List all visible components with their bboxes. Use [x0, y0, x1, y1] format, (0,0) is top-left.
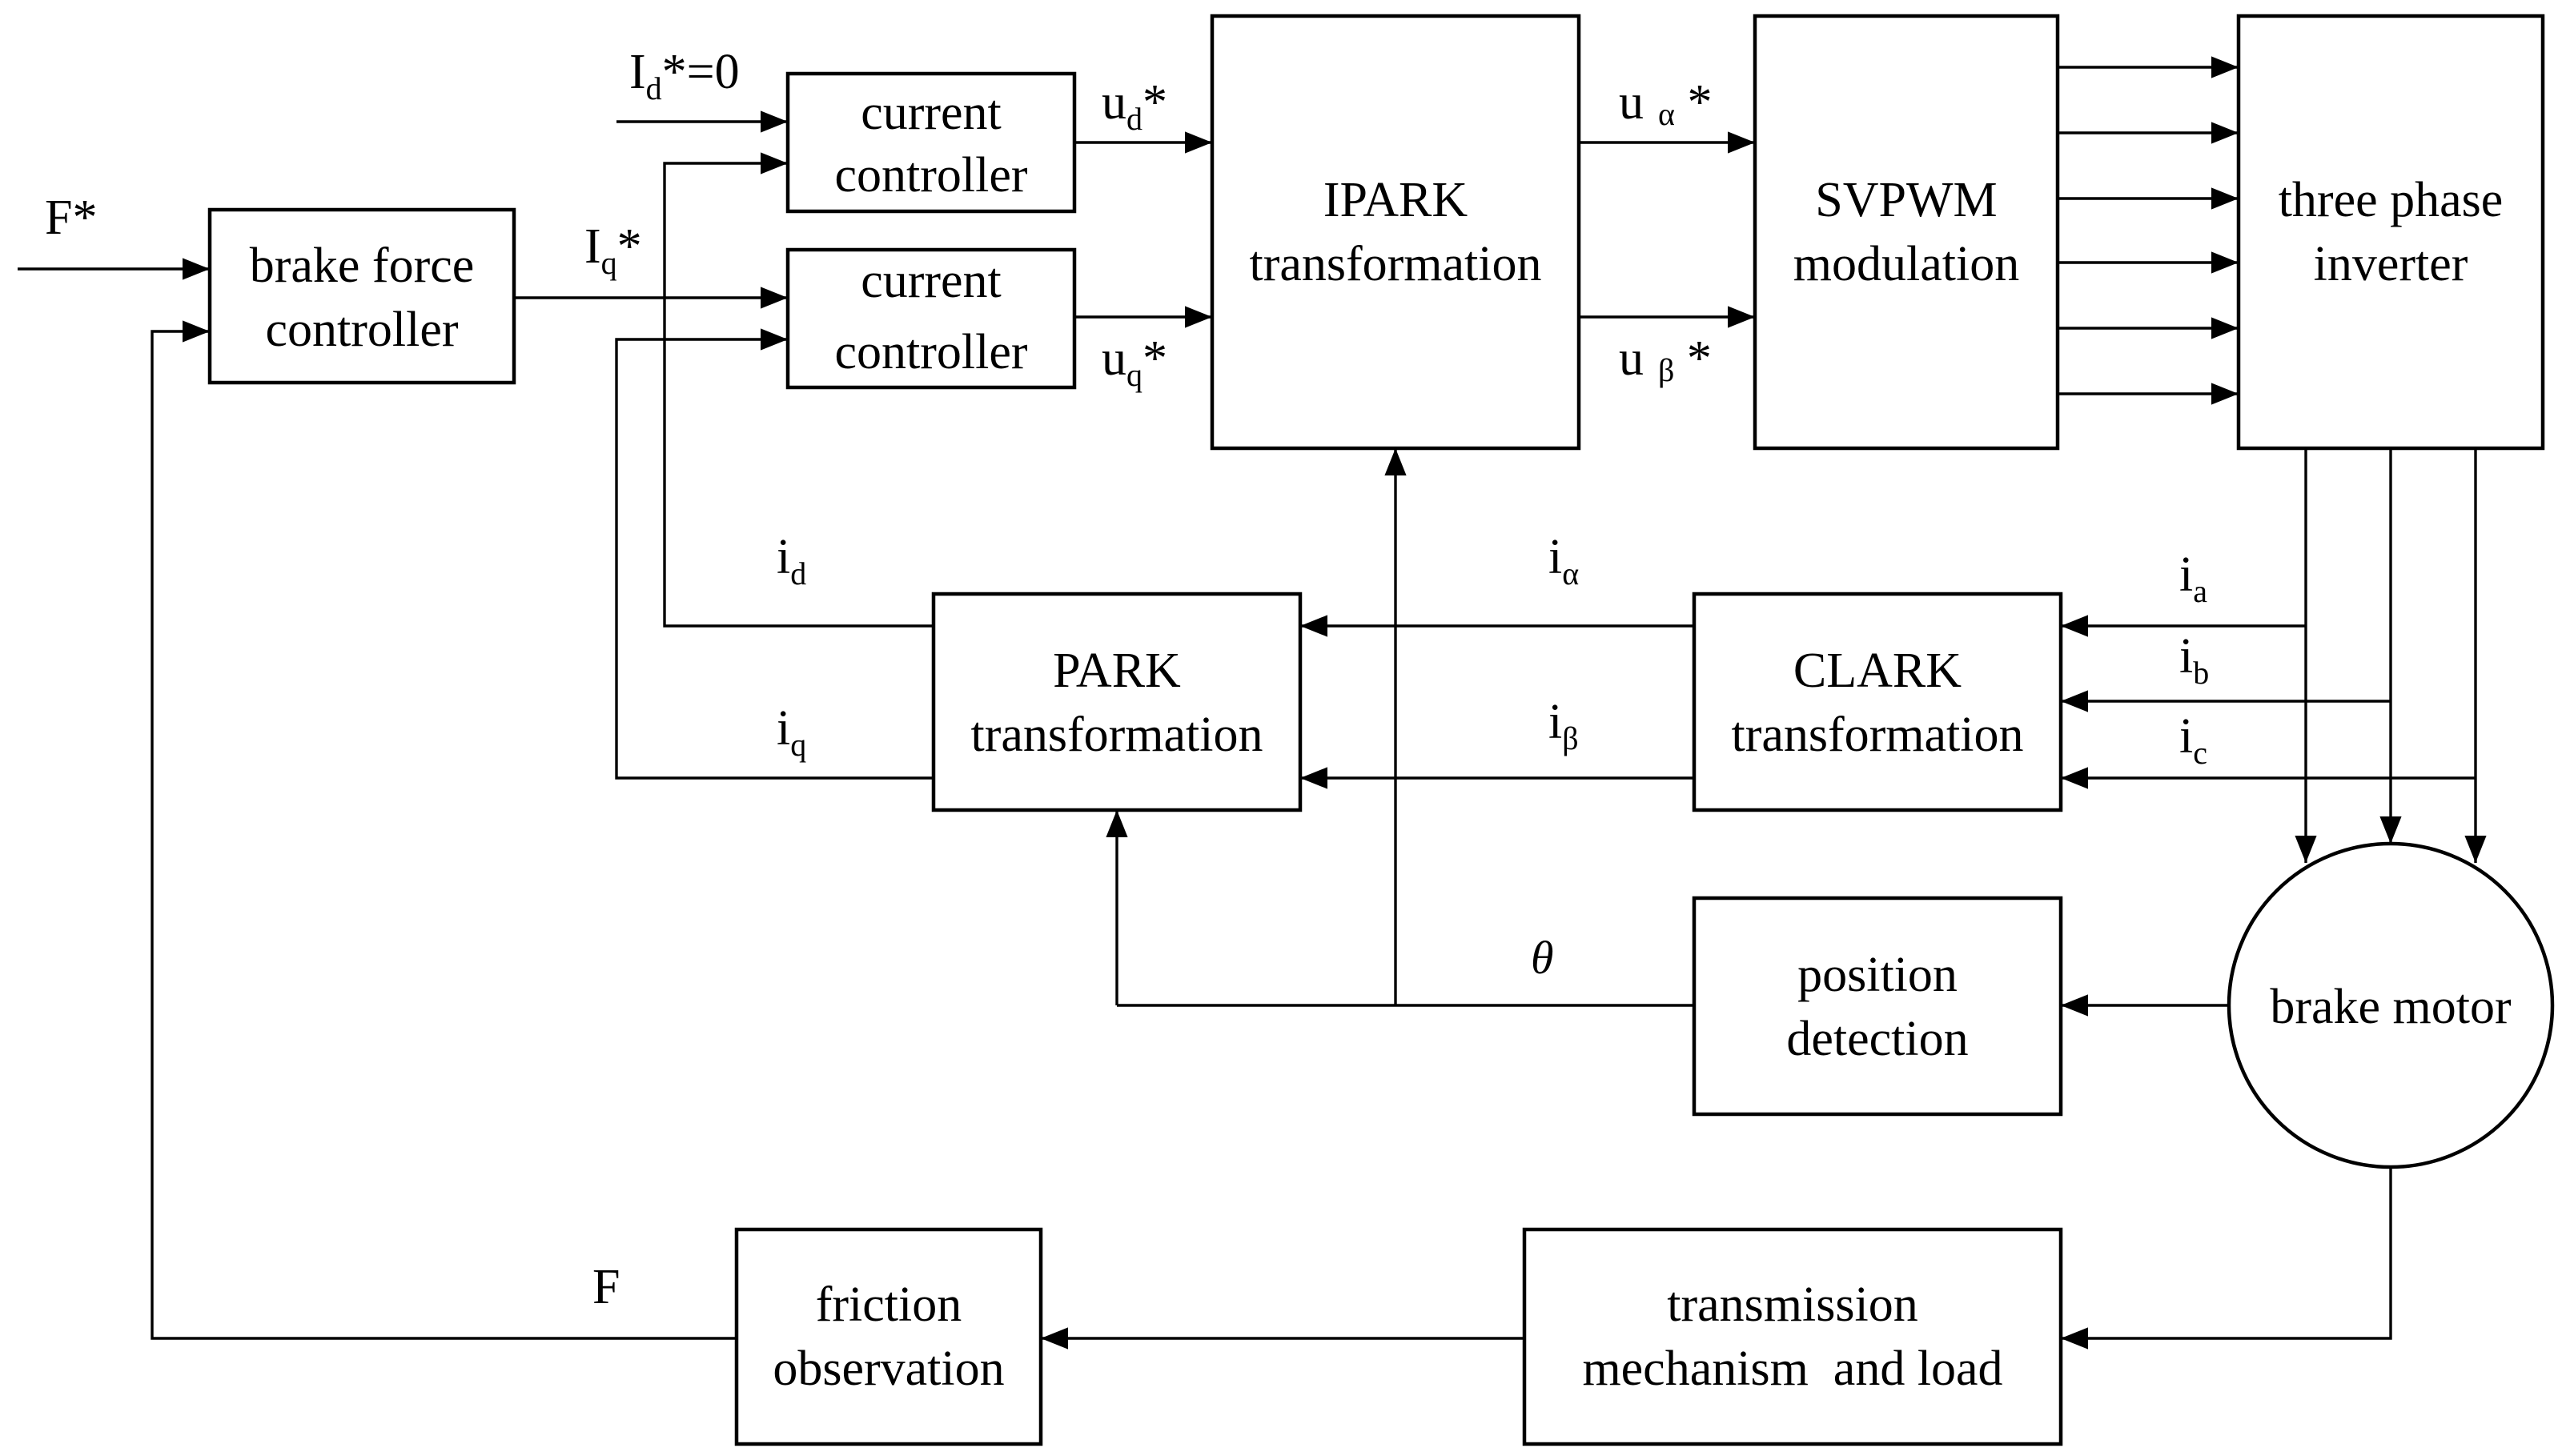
brake-force-controller-line2: controller [265, 303, 458, 357]
friction-observation-line2: observation [773, 1342, 1004, 1396]
brake-motor-label: brake motor [2270, 980, 2512, 1034]
inverter-line2: inverter [2314, 237, 2468, 291]
svpwm-block: SVPWM modulation [1753, 14, 2060, 451]
f-feedback-label: F [592, 1260, 620, 1314]
current-controller-d-line1: current [861, 86, 1002, 140]
position-detection-block: position detection [1692, 896, 2063, 1117]
ipark-line2: transformation [1249, 237, 1541, 291]
iq-ref-label: Iq* [584, 219, 642, 281]
park-line2: transformation [970, 708, 1263, 762]
id-label: id [777, 530, 806, 592]
position-detection-line1: position [1797, 948, 1958, 1002]
id-feedback-arrow [663, 152, 934, 628]
ib-label: ib [2179, 629, 2209, 691]
motor-to-transmission-arrow [2061, 1167, 2392, 1350]
friction-observation-block: friction observation [734, 1227, 1043, 1446]
park-line1: PARK [1053, 644, 1181, 698]
position-detection-line2: detection [1786, 1012, 1968, 1066]
friction-observation-line1: friction [816, 1278, 962, 1332]
clark-line1: CLARK [1793, 644, 1962, 698]
current-controller-q-line2: controller [834, 325, 1027, 379]
current-controller-q-line1: current [861, 254, 1002, 308]
transmission-block: transmission mechanism and load [1522, 1227, 2063, 1446]
ud-ref-label: ud* [1102, 75, 1167, 137]
ic-label: ic [2179, 709, 2207, 771]
clark-line2: transformation [1731, 708, 2023, 762]
ia-label: ia [2179, 548, 2207, 609]
brake-force-controller-line1: brake force [250, 239, 475, 293]
ipark-line1: IPARK [1323, 173, 1468, 227]
park-block: PARK transformation [931, 592, 1303, 812]
brake-motor-block: brake motor [2227, 841, 2555, 1169]
current-controller-d-block: current controller [785, 71, 1077, 214]
transmission-line1: transmission [1667, 1278, 1917, 1332]
iq-feedback-arrow [615, 328, 934, 780]
f-ref-label: F* [45, 191, 97, 245]
clark-block: CLARK transformation [1692, 592, 2063, 812]
connection-lines [18, 56, 2487, 1350]
current-controller-q-block: current controller [785, 247, 1077, 390]
svpwm-line2: modulation [1793, 237, 2019, 291]
inverter-block: three phase inverter [2236, 14, 2545, 451]
iq-label: iq [777, 701, 806, 763]
inverter-line1: three phase [2279, 173, 2504, 227]
force-feedback-arrow [151, 320, 737, 1340]
id-ref-label: Id*=0 [629, 45, 740, 106]
current-controller-d-line2: controller [834, 148, 1027, 203]
uq-ref-label: uq* [1102, 331, 1167, 393]
transmission-line2: mechanism and load [1582, 1342, 2002, 1396]
theta-label: θ [1531, 932, 1554, 984]
ialpha-label: iα [1548, 530, 1579, 592]
svpwm-line1: SVPWM [1815, 173, 1997, 227]
ibeta-label: iβ [1548, 695, 1579, 756]
ipark-block: IPARK transformation [1210, 14, 1581, 451]
brake-force-controller-block: brake force controller [207, 207, 516, 385]
